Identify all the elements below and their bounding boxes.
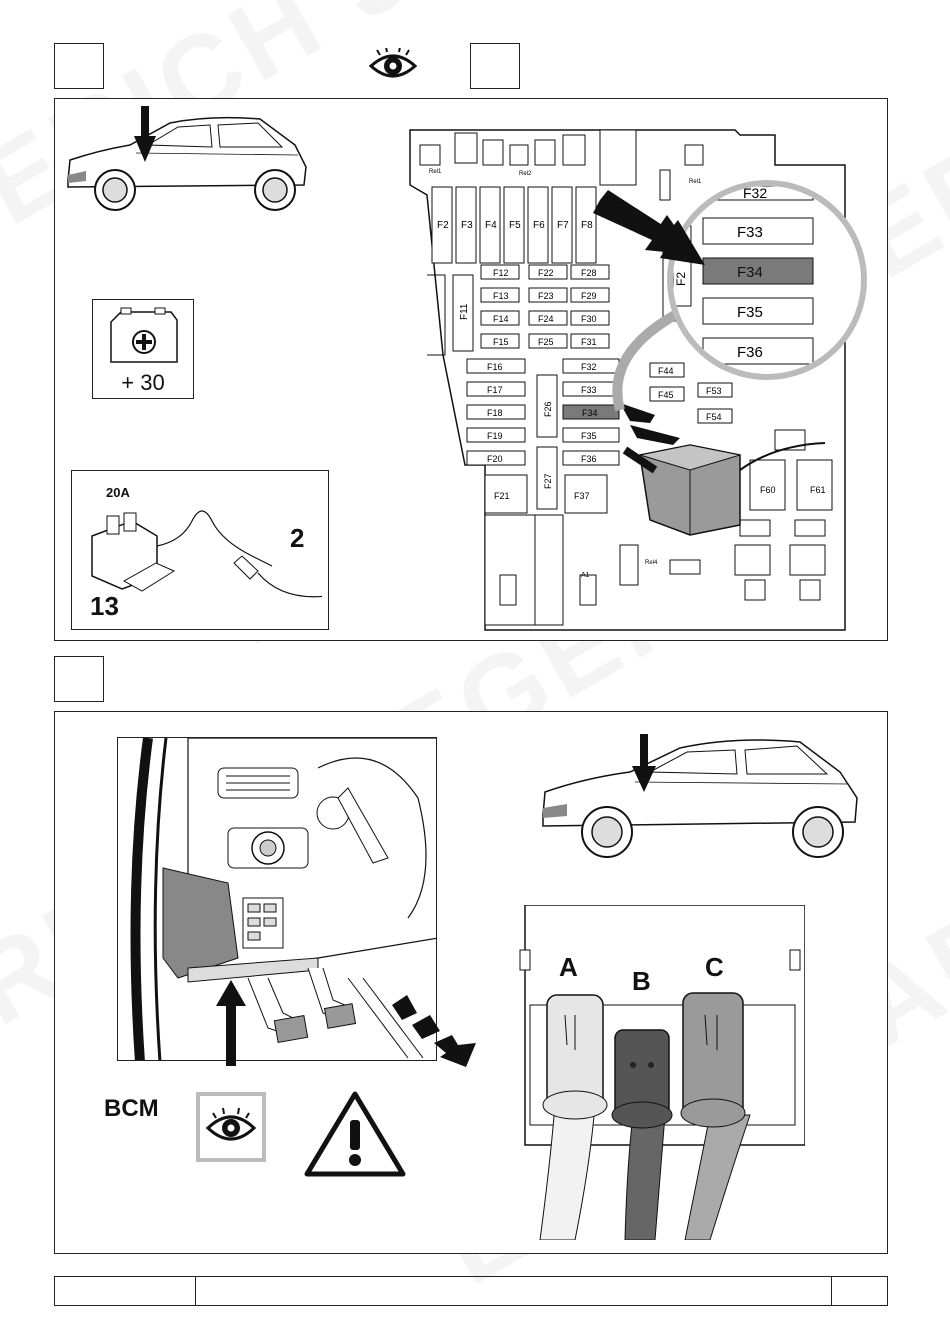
svg-text:F16: F16 bbox=[487, 362, 503, 372]
bcm-label: BCM bbox=[104, 1095, 159, 1123]
eye-icon bbox=[368, 48, 418, 84]
footer-cell-right bbox=[831, 1276, 888, 1306]
fuse-box-diagram: Rel1 Rel2 Rel1 F2 F3 F4 F5 F6 F7 F8 F11 bbox=[405, 125, 883, 635]
step-box-1 bbox=[54, 43, 104, 89]
svg-text:F54: F54 bbox=[706, 412, 722, 422]
fuse-F4: F4 bbox=[485, 220, 497, 231]
connector-label-a: A bbox=[559, 952, 578, 983]
svg-text:F17: F17 bbox=[487, 385, 503, 395]
svg-text:F28: F28 bbox=[581, 268, 597, 278]
fuse-F6: F6 bbox=[533, 220, 545, 231]
battery-label: + 30 bbox=[93, 370, 193, 396]
connector-label-c: C bbox=[705, 952, 724, 983]
svg-text:F12: F12 bbox=[493, 268, 509, 278]
svg-text:F29: F29 bbox=[581, 291, 597, 301]
svg-text:Rel1: Rel1 bbox=[429, 169, 442, 175]
fuse-F8: F8 bbox=[581, 220, 593, 231]
svg-text:Rel1: Rel1 bbox=[689, 179, 702, 185]
svg-text:F19: F19 bbox=[487, 431, 503, 441]
interior-illustration bbox=[117, 737, 437, 1061]
svg-text:F30: F30 bbox=[581, 314, 597, 324]
step-box-3 bbox=[54, 656, 104, 702]
arrow-icon bbox=[134, 106, 156, 162]
arrow-icon bbox=[392, 995, 482, 1070]
eye-icon bbox=[196, 1092, 266, 1162]
car-illustration-bottom bbox=[535, 730, 865, 860]
svg-text:A1: A1 bbox=[581, 572, 590, 579]
fuse-F2: F2 bbox=[437, 220, 449, 231]
zoom-fuse-F33: F33 bbox=[737, 224, 763, 241]
svg-text:F24: F24 bbox=[538, 314, 554, 324]
svg-text:Rel2: Rel2 bbox=[519, 171, 532, 177]
svg-text:F21: F21 bbox=[494, 491, 510, 501]
fuse-F7: F7 bbox=[557, 220, 569, 231]
svg-text:F32: F32 bbox=[743, 186, 767, 201]
battery-icon bbox=[107, 306, 181, 368]
svg-text:F37: F37 bbox=[574, 491, 590, 501]
svg-text:F20: F20 bbox=[487, 454, 503, 464]
part-number-2: 2 bbox=[290, 523, 304, 554]
svg-text:F18: F18 bbox=[487, 408, 503, 418]
arrow-icon bbox=[632, 734, 656, 792]
svg-text:F31: F31 bbox=[581, 337, 597, 347]
footer-cell-middle bbox=[195, 1276, 832, 1306]
arrow-icon bbox=[600, 190, 710, 270]
zoom-fuse-F34: F34 bbox=[737, 264, 763, 281]
svg-text:F25: F25 bbox=[538, 337, 554, 347]
svg-text:F60: F60 bbox=[760, 485, 776, 495]
step-box-2 bbox=[470, 43, 520, 89]
warning-icon bbox=[303, 1090, 407, 1178]
svg-text:F36: F36 bbox=[581, 454, 597, 464]
svg-text:F44: F44 bbox=[658, 366, 674, 376]
svg-text:F53: F53 bbox=[706, 386, 722, 396]
zoom-fuse-F36: F36 bbox=[737, 344, 763, 361]
svg-text:F15: F15 bbox=[493, 337, 509, 347]
svg-text:F34: F34 bbox=[582, 408, 598, 418]
svg-text:F23: F23 bbox=[538, 291, 554, 301]
svg-text:F27: F27 bbox=[543, 473, 553, 489]
svg-text:F32: F32 bbox=[581, 362, 597, 372]
footer-cell-left bbox=[54, 1276, 196, 1306]
svg-text:F26: F26 bbox=[543, 401, 553, 417]
svg-text:F33: F33 bbox=[581, 385, 597, 395]
svg-text:F35: F35 bbox=[581, 431, 597, 441]
svg-text:F45: F45 bbox=[658, 390, 674, 400]
svg-text:F2: F2 bbox=[674, 272, 688, 286]
svg-text:Rel4: Rel4 bbox=[645, 560, 658, 566]
svg-text:F13: F13 bbox=[493, 291, 509, 301]
part-number-13: 13 bbox=[90, 591, 119, 622]
svg-text:F61: F61 bbox=[810, 485, 826, 495]
fuse-F3: F3 bbox=[461, 220, 473, 231]
car-illustration-top bbox=[60, 105, 312, 215]
arrow-icon bbox=[216, 980, 246, 1066]
battery-box: + 30 bbox=[92, 299, 194, 399]
svg-text:F22: F22 bbox=[538, 268, 554, 278]
fuse-F11: F11 bbox=[459, 303, 470, 320]
fuse-kit-box: 20A 2 13 bbox=[71, 470, 329, 630]
connector-label-b: B bbox=[632, 966, 651, 997]
fuse-F5: F5 bbox=[509, 220, 521, 231]
fuse-rating: 20A bbox=[106, 485, 130, 500]
svg-text:F14: F14 bbox=[493, 314, 509, 324]
zoom-fuse-F35: F35 bbox=[737, 304, 763, 321]
